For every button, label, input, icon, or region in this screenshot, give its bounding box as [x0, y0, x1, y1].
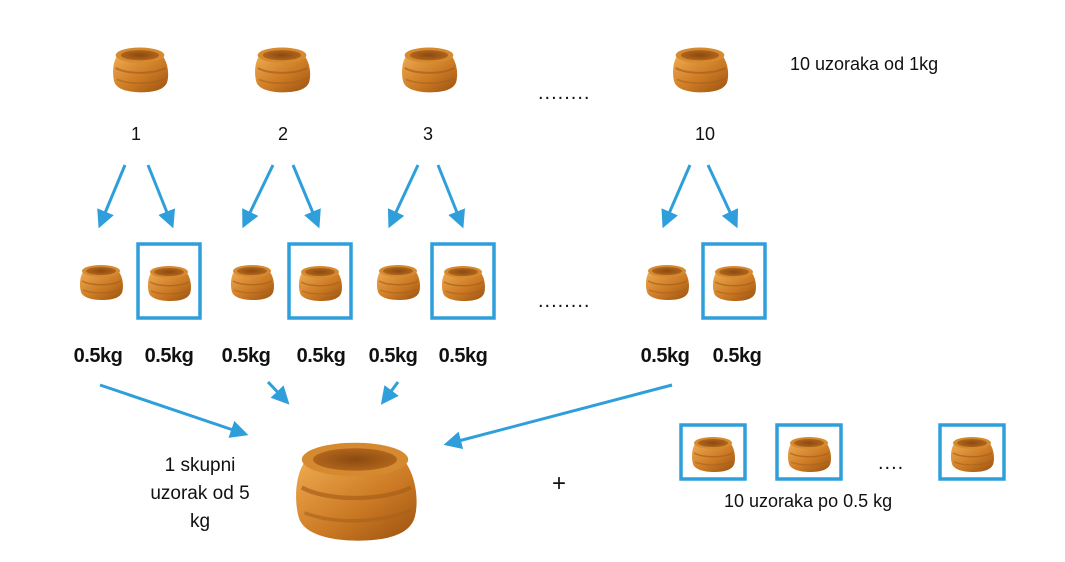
retained-sack: [950, 436, 995, 473]
split-arrows: [97, 164, 739, 229]
half-sack: [229, 263, 276, 302]
weight-label: 0.5kg: [640, 345, 690, 367]
split-arrow: [436, 164, 466, 229]
selection-box: [701, 242, 767, 320]
weight-label: 0.5kg: [221, 345, 271, 367]
retained-sack: [691, 436, 736, 473]
split-arrow: [661, 164, 692, 229]
split-arrow: [146, 164, 176, 229]
half-sack: [644, 263, 691, 302]
top-dots: ........: [538, 82, 591, 104]
weight-label: 0.5kg: [368, 345, 418, 367]
split-arrow: [387, 164, 420, 229]
weight-label: 0.5kg: [144, 345, 194, 367]
combine-arrow: [99, 383, 249, 438]
selection-box: [287, 242, 353, 320]
selection-box: [136, 242, 202, 320]
retained-samples: [679, 423, 1006, 481]
weight-label: 0.5kg: [438, 345, 488, 367]
combined-sample-label: 1 skupni uzorak od 5 kg: [150, 455, 250, 532]
sample-sack-10: [672, 46, 730, 94]
weight-label: 0.5kg: [296, 345, 346, 367]
sample-number-2: 2: [277, 124, 288, 144]
half-sack-selected: [711, 264, 758, 303]
weight-label: 0.5kg: [73, 345, 123, 367]
top-caption: 10 uzoraka od 1kg: [790, 54, 939, 74]
middle-dots: ........: [538, 290, 591, 312]
retained-box: [775, 423, 843, 481]
weight-label: 0.5kg: [712, 345, 762, 367]
sample-number-1: 1: [130, 124, 141, 144]
split-arrow: [242, 164, 275, 229]
half-sack: [375, 263, 422, 302]
retained-dots: ....: [878, 452, 905, 474]
sample-sack-2: [254, 46, 312, 94]
split-arrow: [97, 164, 127, 229]
boxed-half-sacks: [136, 242, 767, 320]
sample-sack-1: [112, 46, 170, 94]
retained-sack: [787, 436, 832, 473]
combine-arrow: [380, 381, 400, 405]
split-arrow: [706, 164, 739, 229]
retained-box: [938, 423, 1006, 481]
combine-arrows: [99, 380, 673, 450]
retained-box: [679, 423, 747, 481]
half-sack-selected: [440, 264, 487, 303]
half-sack: [78, 263, 125, 302]
sample-number-10: 10: [694, 124, 716, 144]
half-sack-selected: [146, 264, 193, 303]
sample-number-3: 3: [422, 124, 433, 144]
split-arrow: [291, 164, 321, 229]
combine-arrow: [266, 380, 290, 405]
retained-caption: 10 uzoraka po 0.5 kg: [724, 491, 893, 511]
sample-sack-3: [401, 46, 459, 94]
half-sack-selected: [297, 264, 344, 303]
combine-arrow: [443, 383, 673, 450]
combined-sack: [296, 443, 417, 541]
plus-sign: +: [552, 470, 567, 497]
selection-box: [430, 242, 496, 320]
